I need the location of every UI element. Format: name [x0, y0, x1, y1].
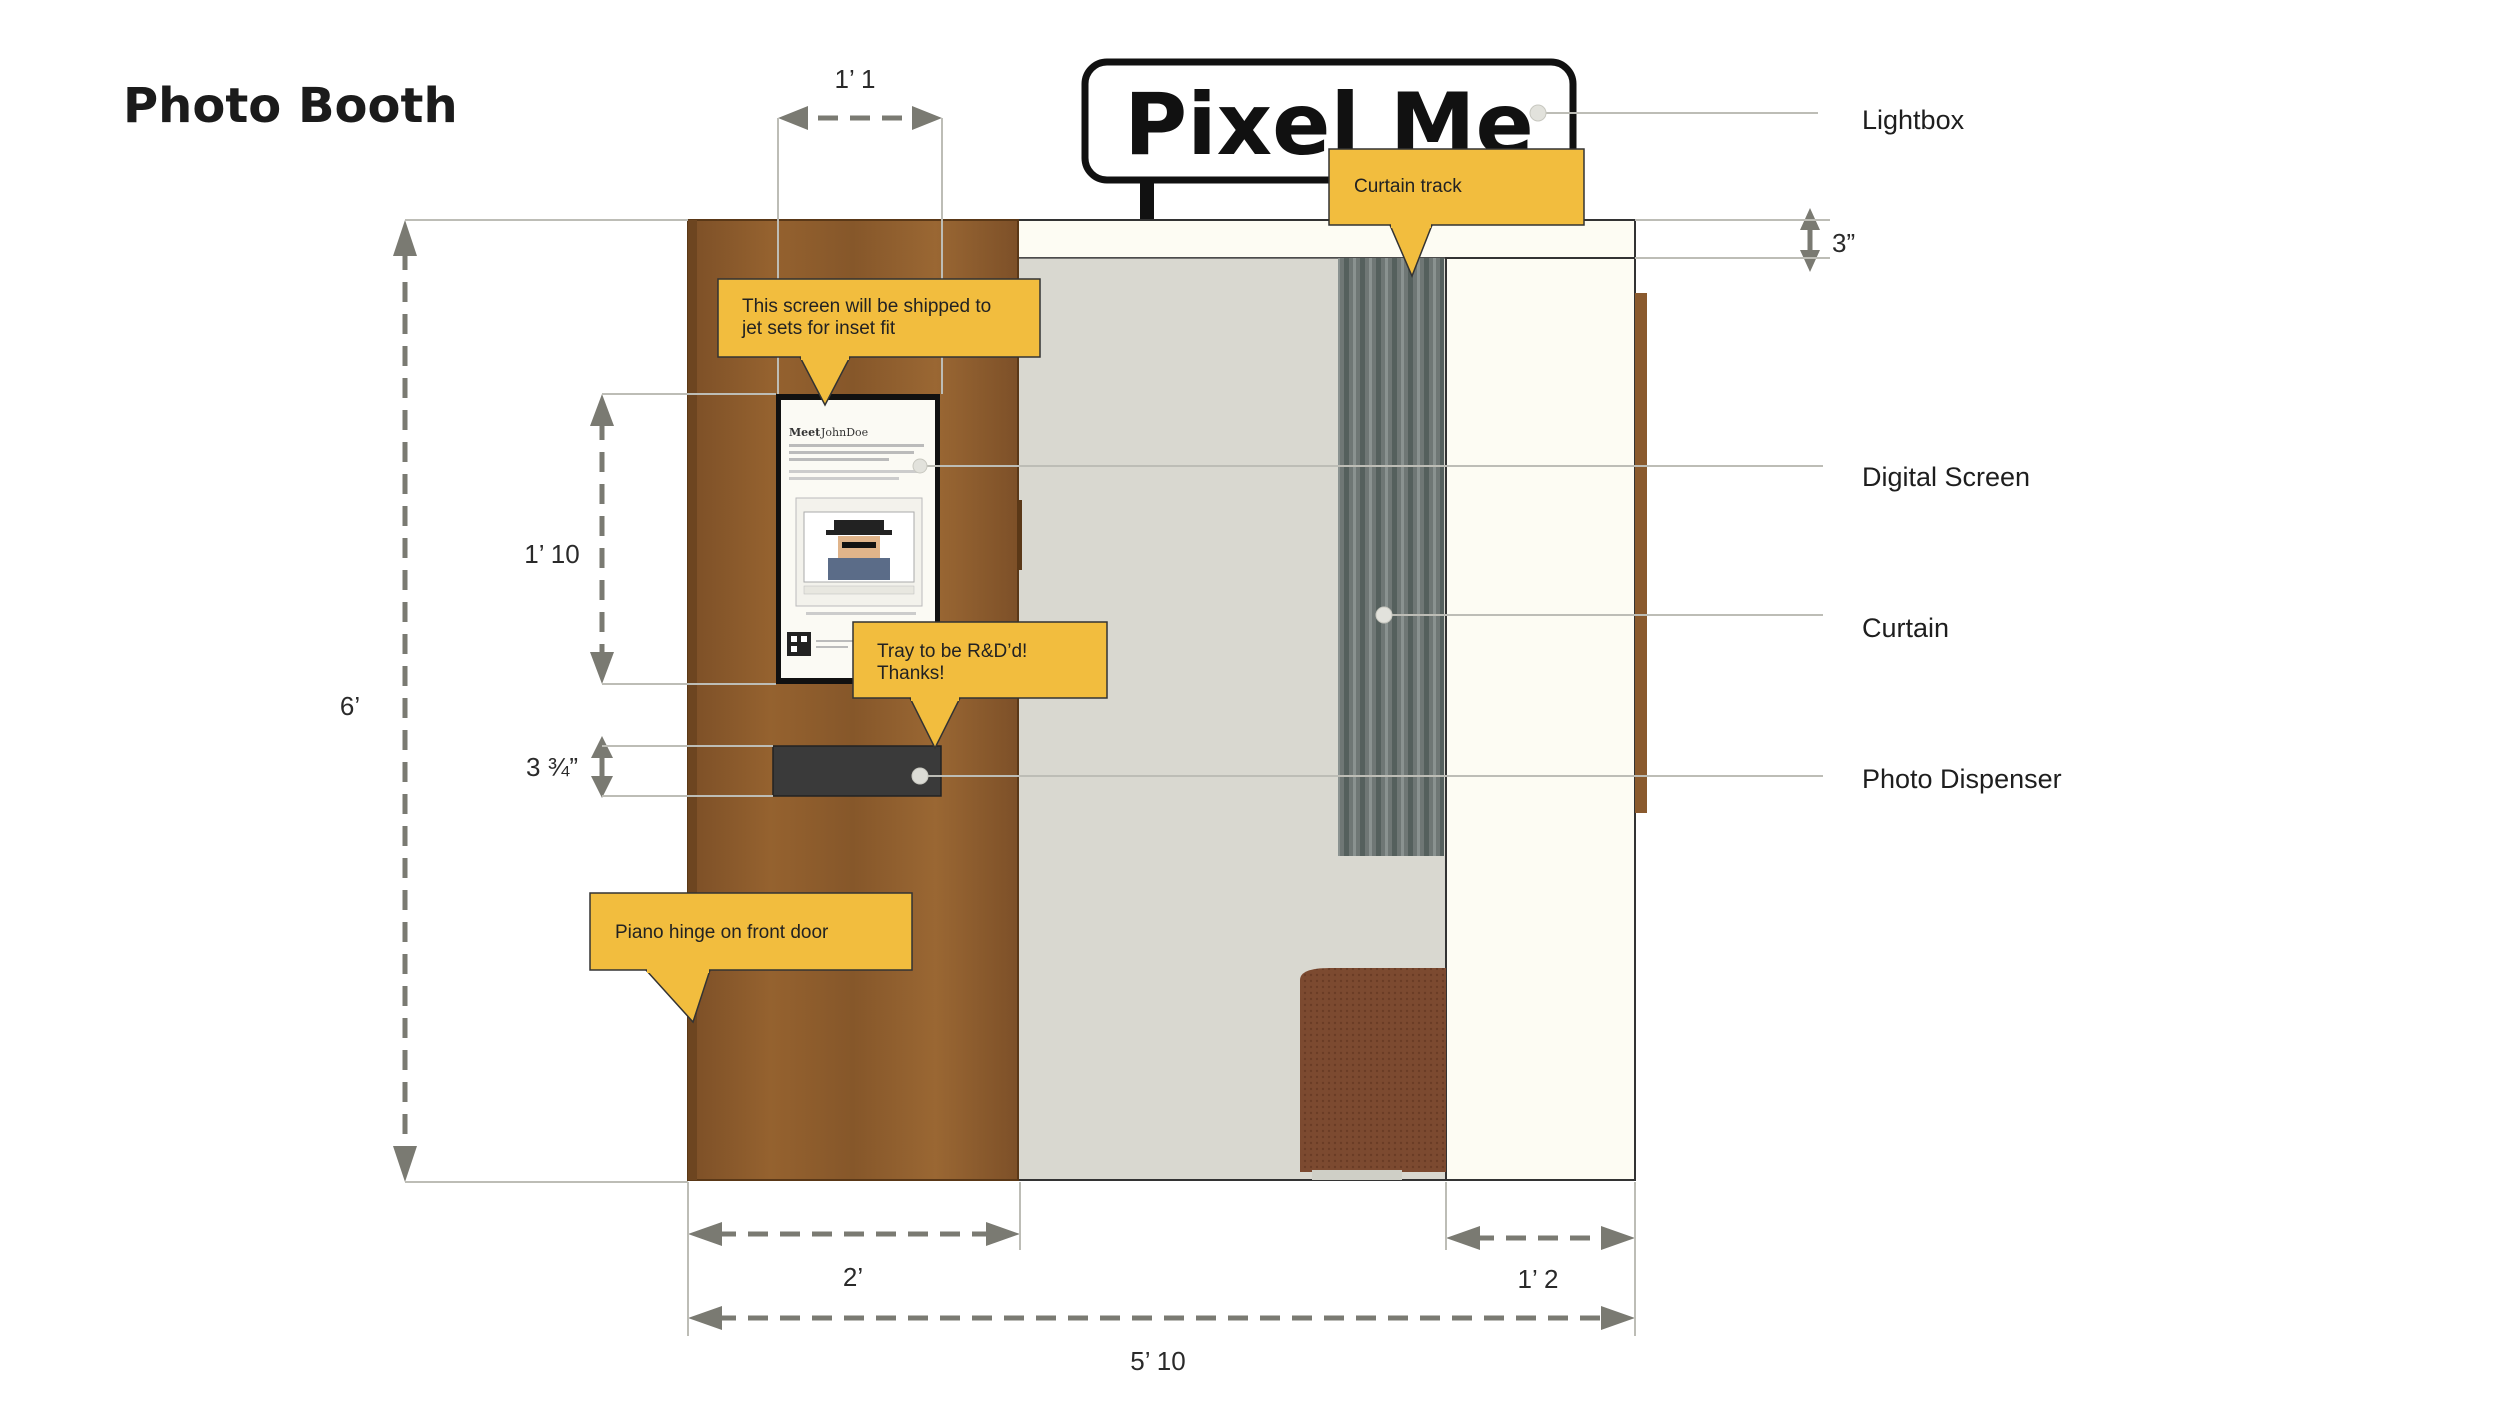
- dimension-lines: [402, 115, 1813, 1321]
- dim-tray-height: 3 ¾”: [526, 752, 578, 782]
- dim-screen-height: 1’ 10: [524, 539, 579, 569]
- dim-top-band: 3”: [1832, 228, 1855, 258]
- callout-tray-line1: Tray to be R&D’d!: [877, 641, 1027, 662]
- label-digital-screen: Digital Screen: [1862, 462, 2030, 492]
- screen-heading: Meet: [789, 426, 821, 439]
- label-curtain: Curtain: [1862, 613, 1949, 643]
- callout-curtain-track-text: Curtain track: [1354, 176, 1462, 197]
- label-lightbox: Lightbox: [1862, 105, 1965, 135]
- callout-hinge: Piano hinge on front door: [589, 892, 913, 1024]
- callout-hinge-text: Piano hinge on front door: [615, 922, 829, 943]
- leader-dots: [911, 104, 1547, 785]
- dim-door-width: 2’: [843, 1262, 863, 1292]
- dim-side-width: 1’ 2: [1518, 1264, 1559, 1294]
- curtain: [1338, 258, 1444, 856]
- label-photo-dispenser: Photo Dispenser: [1862, 764, 2062, 794]
- dim-overall-width: 5’ 10: [1130, 1346, 1185, 1376]
- callout-tray-line2: Thanks!: [877, 663, 945, 684]
- photo-dispenser-tray: [772, 745, 942, 797]
- dim-screen-width: 1’ 1: [835, 64, 876, 94]
- callout-screen-line2: jet sets for inset fit: [741, 318, 896, 339]
- callout-screen-line1: This screen will be shipped to: [742, 296, 991, 317]
- dim-overall-height: 6’: [340, 691, 360, 721]
- page-title: Photo Booth: [123, 78, 458, 134]
- callout-tray: Tray to be R&D’d! Thanks!: [852, 621, 1108, 750]
- stool: [1300, 968, 1446, 1180]
- screen-name: JohnDoe: [820, 426, 868, 439]
- front-door: [687, 219, 1022, 1181]
- extension-lines: [405, 112, 1830, 1336]
- callout-curtain-track: Curtain track: [1328, 148, 1585, 278]
- callout-screen: This screen will be shipped to jet sets …: [717, 278, 1041, 407]
